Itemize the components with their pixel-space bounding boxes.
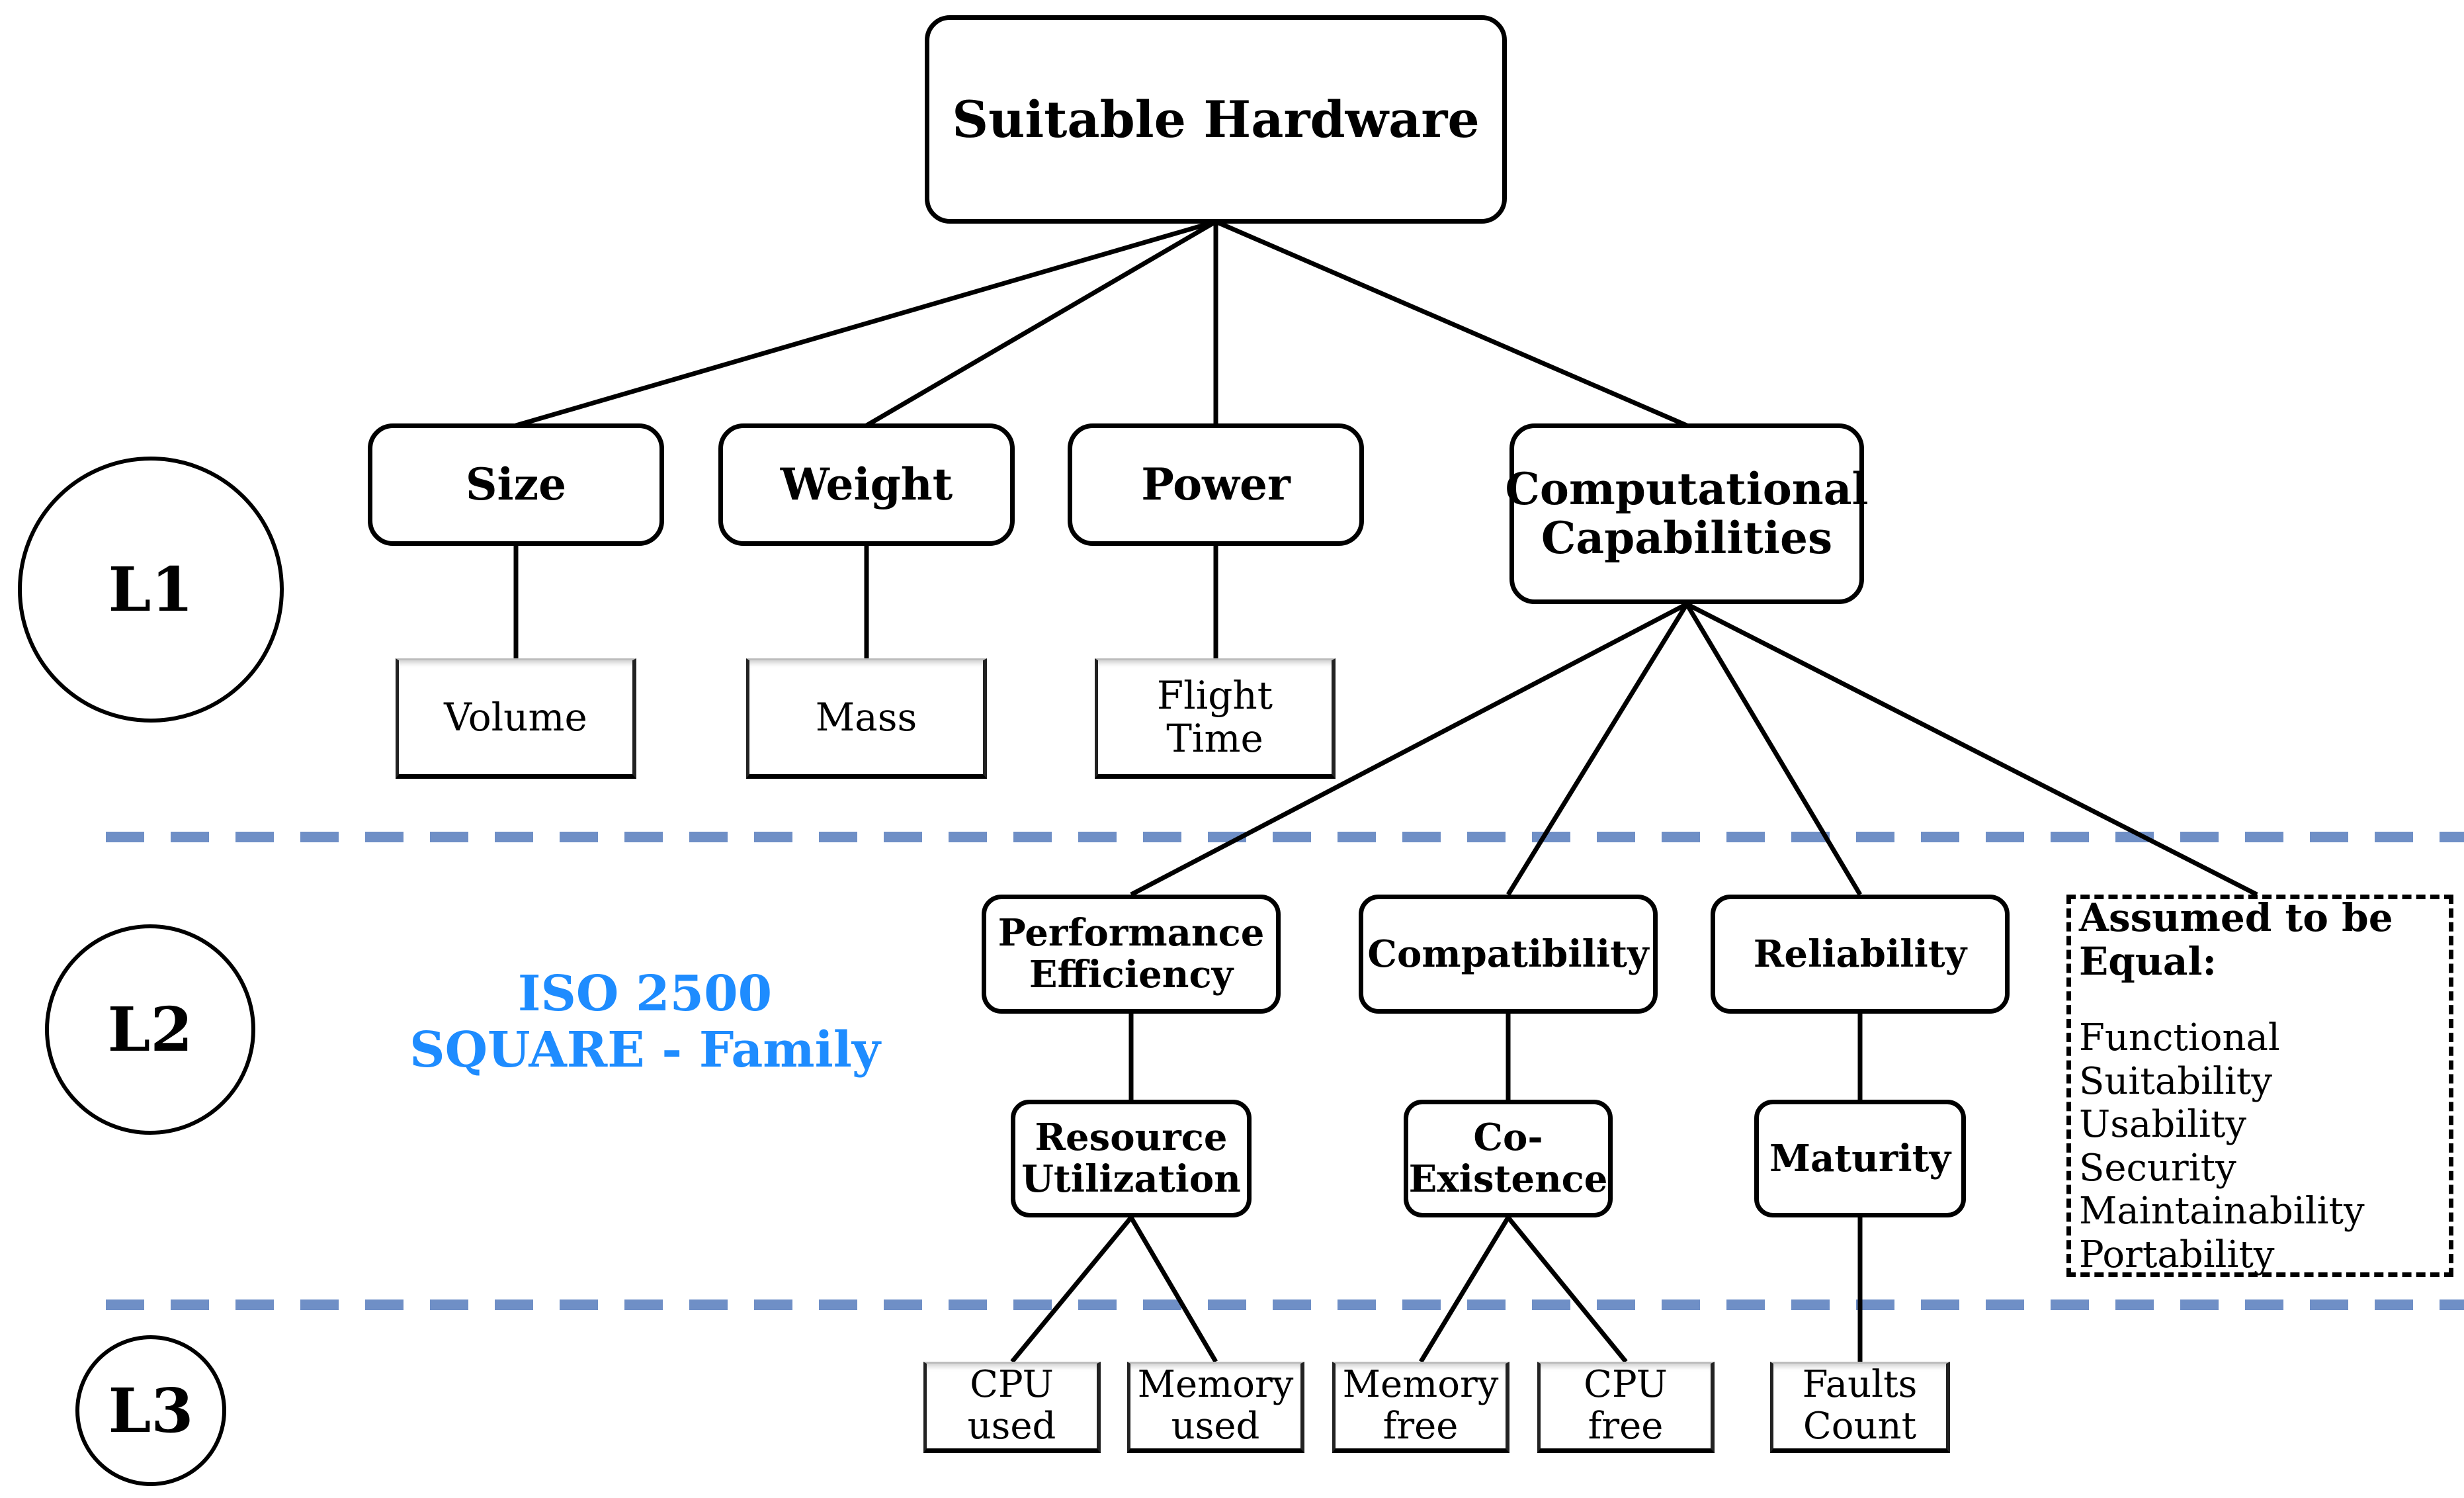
node-performance-efficiency: Performance Efficiency (982, 895, 1281, 1014)
node-computational-label-line1: Computational (1505, 463, 1869, 515)
edge-computational-compatibility (1506, 603, 1689, 896)
root-node: Suitable Hardware (925, 15, 1507, 224)
node-performance-line1: Performance (998, 911, 1265, 955)
node-weight: Weight (718, 423, 1015, 546)
assumed-equal-box: Assumed to be Equal: Functional Suitabil… (2066, 895, 2453, 1277)
node-reliability-label: Reliability (1753, 932, 1967, 976)
metric-faults-count-line2: Count (1803, 1405, 1917, 1448)
assumed-equal-item: Suitability (2079, 1059, 2272, 1103)
metric-cpu-used: CPU used (923, 1362, 1101, 1453)
node-compatibility-label: Compatibility (1367, 932, 1649, 976)
metric-flight-time: Flight Time (1095, 658, 1336, 779)
metric-memory-free-line1: Memory (1342, 1363, 1499, 1407)
edge-coexistence-cpufree (1506, 1215, 1628, 1364)
assumed-equal-list: Functional Suitability Usability Securit… (2079, 1016, 2449, 1276)
level-label-l3: L3 (75, 1335, 226, 1486)
metric-cpu-free-line2: free (1588, 1405, 1664, 1448)
edge-resource-cpuused (1010, 1215, 1133, 1364)
metric-flight-time-line1: Flight (1156, 673, 1273, 719)
metric-memory-free: Memory free (1332, 1362, 1509, 1453)
metric-faults-count-line1: Faults (1802, 1363, 1918, 1407)
level-label-l2: L2 (45, 924, 255, 1135)
edge-computational-assumed (1685, 601, 2258, 897)
assumed-equal-item: Usability (2079, 1103, 2247, 1147)
node-size-label: Size (465, 458, 567, 510)
node-maturity: Maturity (1754, 1100, 1966, 1217)
edge-computational-reliability (1684, 603, 1863, 896)
node-computational-label-line2: Capabilities (1541, 511, 1833, 564)
node-co-existence: Co- Existence (1404, 1100, 1613, 1217)
node-power-label: Power (1141, 458, 1291, 510)
node-resource-utilization: Resource Utilization (1011, 1100, 1252, 1217)
metric-mass: Mass (746, 658, 987, 779)
node-computational-capabilities: Computational Capabilities (1505, 423, 1869, 604)
metric-memory-used: Memory used (1127, 1362, 1304, 1453)
root-label: Suitable Hardware (952, 89, 1480, 149)
metric-cpu-used-line1: CPU (970, 1363, 1054, 1407)
standard-label: ISO 2500 SQUARE - Family (370, 965, 919, 1079)
node-size: Size (368, 423, 664, 546)
edge-computational-performance (1130, 601, 1688, 897)
metric-volume: Volume (396, 658, 636, 779)
node-reliability: Reliability (1711, 895, 2010, 1014)
node-performance-line2: Efficiency (1029, 953, 1234, 996)
edge-root-computational (1214, 219, 1688, 428)
assumed-equal-item: Security (2079, 1146, 2236, 1190)
node-resource-line1: Resource (1035, 1116, 1228, 1160)
metric-mass-label: Mass (815, 694, 917, 740)
edge-coexistence-memoryfree (1419, 1216, 1510, 1363)
metric-memory-free-line2: free (1382, 1405, 1459, 1448)
assumed-equal-item: Maintainability (2079, 1190, 2365, 1233)
node-maturity-label: Maturity (1769, 1136, 1951, 1180)
assumed-equal-title: Assumed to be Equal: (2079, 895, 2449, 984)
assumed-equal-item: Functional (2079, 1016, 2280, 1060)
node-compatibility: Compatibility (1359, 895, 1658, 1014)
assumed-equal-title-line2: Equal: (2079, 938, 2217, 984)
metric-cpu-free-line1: CPU (1584, 1363, 1668, 1407)
metric-volume-label: Volume (444, 694, 587, 740)
node-weight-label: Weight (780, 458, 953, 510)
metric-cpu-used-line2: used (967, 1405, 1056, 1448)
level-label-l1: L1 (18, 457, 284, 723)
edge-root-weight (865, 219, 1217, 428)
node-coexistence-line2: Existence (1408, 1157, 1608, 1201)
standard-label-line2: SQUARE - Family (409, 1022, 880, 1079)
node-coexistence-line1: Co- (1473, 1116, 1543, 1160)
metric-memory-used-line2: used (1171, 1405, 1260, 1448)
metric-faults-count: Faults Count (1770, 1362, 1950, 1453)
metric-memory-used-line1: Memory (1137, 1363, 1294, 1407)
assumed-equal-item: Portability (2079, 1233, 2275, 1276)
edge-root-size (515, 219, 1216, 428)
assumed-equal-title-line1: Assumed to be (2079, 895, 2393, 940)
metric-cpu-free: CPU free (1537, 1362, 1715, 1453)
edge-resource-memoryused (1128, 1216, 1218, 1363)
node-resource-line2: Utilization (1021, 1157, 1241, 1201)
standard-label-line1: ISO 2500 (517, 965, 773, 1022)
node-power: Power (1068, 423, 1364, 546)
metric-flight-time-line2: Time (1166, 716, 1263, 761)
